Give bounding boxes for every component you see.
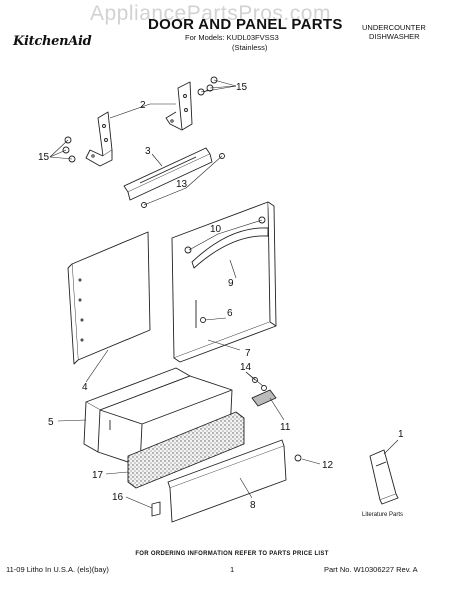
literature-label: Literature Parts xyxy=(362,512,403,518)
inner-door-panel xyxy=(67,231,151,365)
kick-plate-screw xyxy=(294,454,302,462)
callout-11: 11 xyxy=(280,422,291,433)
callout-16: 16 xyxy=(112,492,124,503)
callout-4: 4 xyxy=(82,382,88,393)
kick-plate xyxy=(167,439,287,523)
outer-door-panel xyxy=(171,201,277,363)
door-hinge-bracket-left xyxy=(85,111,113,167)
callout-15-upper: 15 xyxy=(236,82,248,93)
callout-1: 1 xyxy=(398,429,404,440)
model-variant: (Stainless) xyxy=(232,43,268,52)
door-hinge-bracket-right xyxy=(165,81,193,131)
brand-logo: KitchenAid xyxy=(13,34,92,49)
ordering-note: FOR ORDERING INFORMATION REFER TO PARTS … xyxy=(135,551,329,557)
panel-bracket xyxy=(251,389,277,407)
callout-8: 8 xyxy=(250,500,256,511)
callout-5: 5 xyxy=(48,417,54,428)
callout-9: 9 xyxy=(228,278,234,289)
panel-clip xyxy=(151,501,161,517)
callout-6: 6 xyxy=(227,308,233,319)
callout-13: 13 xyxy=(176,179,188,190)
model-list: For Models: KUDL03FVSS3 xyxy=(185,33,279,42)
callout-14: 14 xyxy=(240,362,252,373)
handle-screw-left xyxy=(184,246,192,254)
insulation-pad xyxy=(127,411,245,489)
appliance-type-line2: DISHWASHER xyxy=(369,32,420,41)
callout-17: 17 xyxy=(92,470,104,481)
screw-group-upper xyxy=(197,76,218,96)
door-link-bracket xyxy=(123,147,225,208)
literature-booklet xyxy=(369,449,399,505)
watermark: AppliancePartsPros.com xyxy=(90,2,331,25)
callout-7: 7 xyxy=(245,348,251,359)
part-number: Part No. W10306227 Rev. A xyxy=(324,565,418,574)
callout-12: 12 xyxy=(322,460,334,471)
bracket-screw-lower xyxy=(261,385,267,391)
page-title: DOOR AND PANEL PARTS xyxy=(148,16,343,33)
callout-leaders xyxy=(49,79,399,509)
screw-group-lower xyxy=(62,136,76,163)
callout-3: 3 xyxy=(145,146,151,157)
door-clip xyxy=(200,317,206,323)
callout-10: 10 xyxy=(210,224,222,235)
litho-info: 11-09 Litho In U.S.A. (els)(bay) xyxy=(6,565,109,574)
callout-2: 2 xyxy=(140,100,146,111)
door-handle xyxy=(191,227,269,269)
appliance-type-line1: UNDERCOUNTER xyxy=(362,23,426,32)
page-number: 1 xyxy=(230,565,235,574)
callout-15-lower: 15 xyxy=(38,152,50,163)
